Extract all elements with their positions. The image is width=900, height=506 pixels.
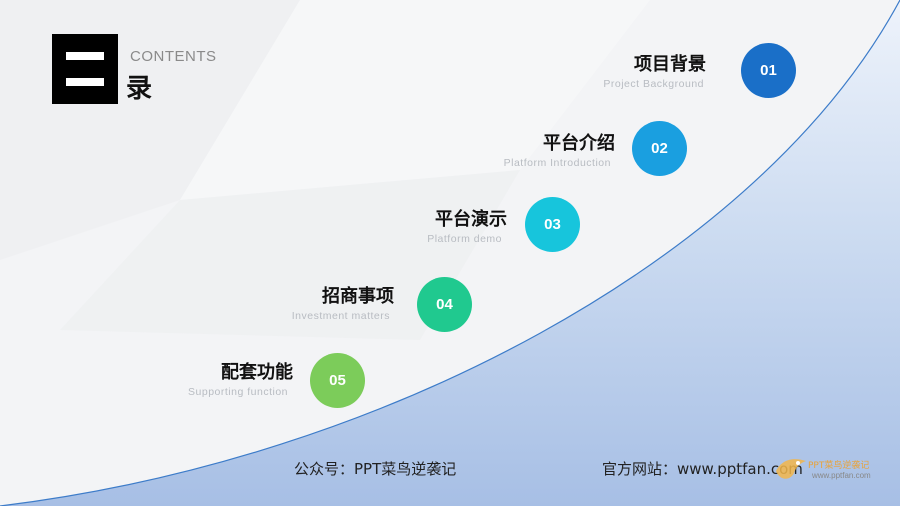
toc-item-title: 平台演示 [435, 209, 507, 230]
bird-logo-icon [776, 459, 806, 479]
toc-item-title: 招商事项 [322, 286, 394, 307]
title-lu: 录 [126, 74, 153, 104]
toc-item-subtitle: Platform Introduction [503, 157, 611, 169]
toc-item-title: 平台介绍 [543, 133, 615, 154]
toc-item-subtitle: Project Background [603, 78, 704, 90]
toc-item-number: 02 [632, 121, 687, 176]
footer-website[interactable]: 官方网站：www.pptfan.com [602, 460, 803, 478]
toc-item-number: 05 [310, 353, 365, 408]
pptfan-logo: PPT菜鸟逆袭记 www.pptfan.com [774, 455, 884, 485]
toc-item-subtitle: Supporting function [188, 386, 288, 398]
toc-item-title: 项目背景 [634, 54, 706, 75]
toc-item-subtitle: Investment matters [291, 310, 390, 322]
contents-label: CONTENTS [130, 48, 217, 65]
footer-wechat: 公众号：PPT菜鸟逆袭记 [294, 460, 457, 478]
title-mu-glyph [52, 34, 118, 104]
toc-item-subtitle: Platform demo [427, 233, 502, 245]
toc-item-title: 配套功能 [221, 362, 293, 383]
toc-item-number: 04 [417, 277, 472, 332]
logo-text: PPT菜鸟逆袭记 [808, 461, 870, 471]
toc-item-number: 03 [525, 197, 580, 252]
toc-item-number: 01 [741, 43, 796, 98]
logo-url: www.pptfan.com [812, 471, 871, 480]
